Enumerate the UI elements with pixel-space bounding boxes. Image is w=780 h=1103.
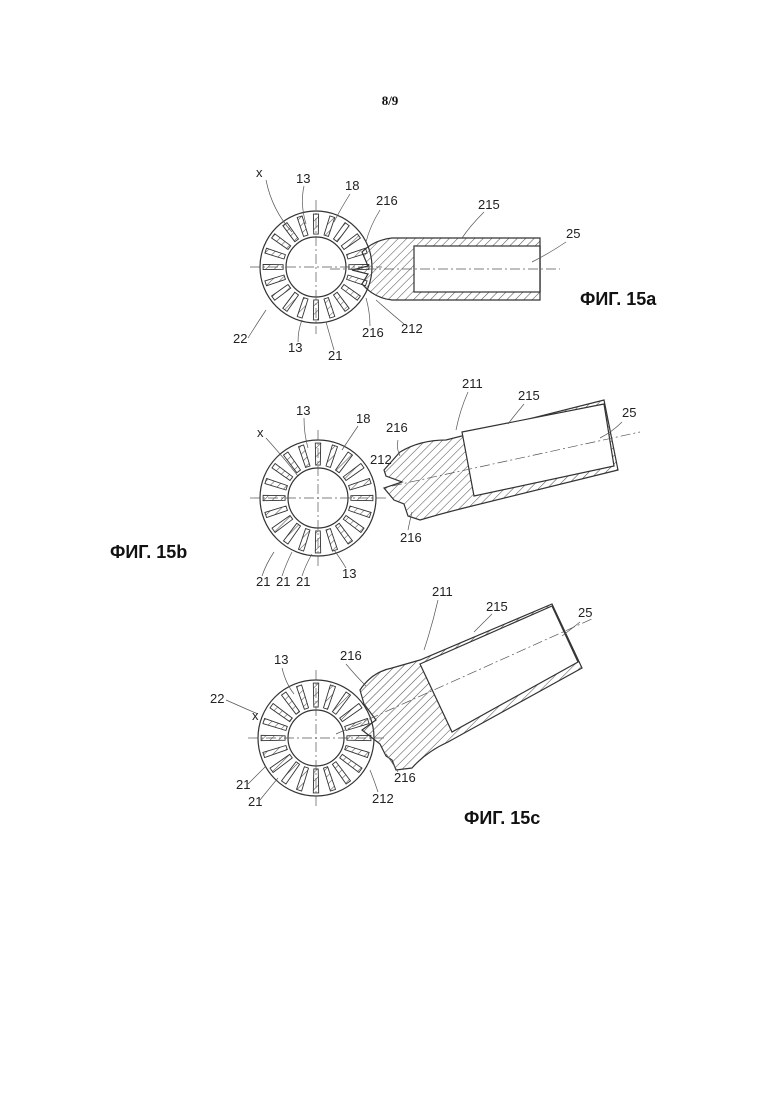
figure-caption-15b: ФИГ. 15b	[110, 542, 187, 562]
label-215: 215	[486, 599, 508, 614]
label-21: 21	[328, 348, 342, 363]
ring-spoke	[341, 234, 360, 250]
wheel-15b	[250, 430, 386, 566]
connector-15c	[336, 604, 594, 770]
label-x: x	[256, 165, 263, 180]
ring-spoke	[270, 704, 292, 722]
ring-spoke	[272, 516, 293, 533]
ring-spoke	[284, 452, 301, 473]
ring-spoke	[349, 479, 372, 491]
connector-15b	[384, 400, 640, 520]
label-212: 212	[370, 452, 392, 467]
label-216b: 216	[394, 770, 416, 785]
figure-15c: 211 215 25 216 13 22 x 21 21 216 212 ФИГ…	[210, 584, 594, 828]
label-13: 13	[274, 652, 288, 667]
ring-spoke	[336, 523, 353, 544]
ring-spoke	[297, 298, 308, 319]
label-215: 215	[518, 388, 540, 403]
label-211: 211	[432, 584, 453, 599]
ring-spoke	[343, 516, 364, 533]
ring-spoke	[282, 692, 300, 714]
ring-spoke	[324, 767, 336, 791]
ring-spoke	[332, 762, 350, 784]
ring-spoke	[265, 275, 286, 286]
label-216b: 216	[362, 325, 384, 340]
label-18: 18	[345, 178, 359, 193]
label-21b: 21	[276, 574, 290, 589]
ring-spoke	[299, 529, 311, 552]
ring-spoke	[282, 762, 300, 784]
ring-spoke	[297, 767, 309, 791]
ring-spoke	[326, 529, 338, 552]
connector-15a	[330, 238, 560, 300]
figure-15a: x 13 18 216 215 25 22 13 21 216 212 ФИГ.…	[233, 165, 657, 363]
ring-spoke	[334, 223, 350, 242]
label-21c: 21	[296, 574, 310, 589]
ring-spoke	[332, 692, 350, 714]
label-216b: 216	[400, 530, 422, 545]
ring-spoke	[324, 685, 336, 709]
label-22: 22	[233, 331, 247, 346]
figure-15b: x 13 18 216 212 211 215 25 216 21 21 21 …	[110, 376, 640, 589]
ring-spoke	[341, 285, 360, 301]
label-13: 13	[296, 171, 310, 186]
label-215: 215	[478, 197, 500, 212]
ring-spoke	[345, 746, 369, 758]
ring-spoke	[340, 754, 362, 772]
label-211: 211	[462, 376, 483, 391]
label-21a: 21	[236, 777, 250, 792]
label-21b: 21	[248, 794, 262, 809]
ring-spoke	[299, 445, 311, 468]
label-25: 25	[566, 226, 580, 241]
ring-spoke	[270, 754, 292, 772]
ring-spoke	[263, 746, 287, 758]
ring-spoke	[336, 452, 353, 473]
ring-spoke	[297, 685, 309, 709]
ring-spoke	[283, 292, 299, 311]
ring-spoke	[324, 216, 335, 237]
ring-spoke	[343, 464, 364, 481]
ring-spoke	[297, 216, 308, 237]
ring-spoke	[334, 292, 350, 311]
ring-spoke	[284, 523, 301, 544]
label-25: 25	[622, 405, 636, 420]
ring-spoke	[272, 234, 291, 250]
label-216: 216	[340, 648, 362, 663]
ring-spoke	[265, 506, 288, 518]
label-13: 13	[296, 403, 310, 418]
label-21a: 21	[256, 574, 270, 589]
label-25: 25	[578, 605, 592, 620]
label-18: 18	[356, 411, 370, 426]
figure-caption-15c: ФИГ. 15c	[464, 808, 540, 828]
ring-spoke	[349, 506, 372, 518]
ring-spoke	[265, 479, 288, 491]
label-x: x	[252, 708, 259, 723]
label-13b: 13	[342, 566, 356, 581]
figure-caption-15a: ФИГ. 15a	[580, 289, 657, 309]
label-216: 216	[386, 420, 408, 435]
label-212: 212	[401, 321, 423, 336]
label-22: 22	[210, 691, 224, 706]
ring-spoke	[272, 464, 293, 481]
ring-spoke	[324, 298, 335, 319]
label-216: 216	[376, 193, 398, 208]
label-212: 212	[372, 791, 394, 806]
ring-spoke	[263, 719, 287, 731]
ring-spoke	[326, 445, 338, 468]
label-x: x	[257, 425, 264, 440]
ring-spoke	[265, 248, 286, 259]
ring-spoke	[272, 285, 291, 301]
label-13b: 13	[288, 340, 302, 355]
ring-spoke	[283, 223, 299, 242]
ring-spoke	[340, 704, 362, 722]
